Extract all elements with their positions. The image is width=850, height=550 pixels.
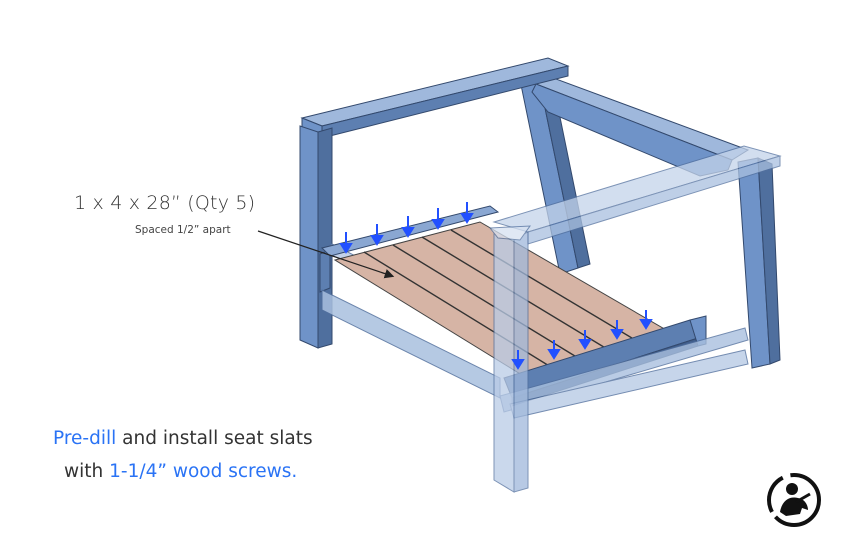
screw-arrow-icon (511, 350, 525, 370)
woodworker-logo-icon (767, 473, 821, 527)
left-front-post (299, 125, 333, 349)
screw-arrow-icon (547, 340, 561, 360)
instruction-text-2: with (64, 461, 110, 482)
right-lower-stretcher (499, 327, 749, 419)
instruction-text-1: and install seat slats (116, 428, 313, 449)
screw-arrow-icon (610, 320, 624, 340)
slat-seam-2 (392, 244, 589, 365)
screw-arrow-icon (578, 330, 592, 350)
screw-arrow-icon (639, 310, 653, 330)
slat-spec-label: 1 x 4 x 28” (Qty 5) (74, 192, 256, 214)
instruction-line-1: Pre-dill and install seat slats (53, 428, 313, 449)
screw-arrow-icon (370, 224, 384, 246)
instruction-highlight-screws: 1-1/4” wood screws. (109, 461, 298, 482)
slat-seam-4 (450, 229, 648, 348)
left-side-rails (319, 249, 331, 293)
callout-leader-line (257, 230, 395, 279)
instruction-line-2: with 1-1/4” wood screws. (64, 461, 297, 482)
instruction-highlight-predrill: Pre-dill (53, 428, 117, 449)
slat-spacing-label: Spaced 1/2” apart (135, 224, 231, 236)
screw-arrow-icon (339, 232, 353, 254)
screw-arrows (339, 202, 653, 370)
screw-arrow-icon (460, 202, 474, 224)
screw-arrow-icon (431, 208, 445, 230)
screw-arrow-icon (401, 216, 415, 238)
